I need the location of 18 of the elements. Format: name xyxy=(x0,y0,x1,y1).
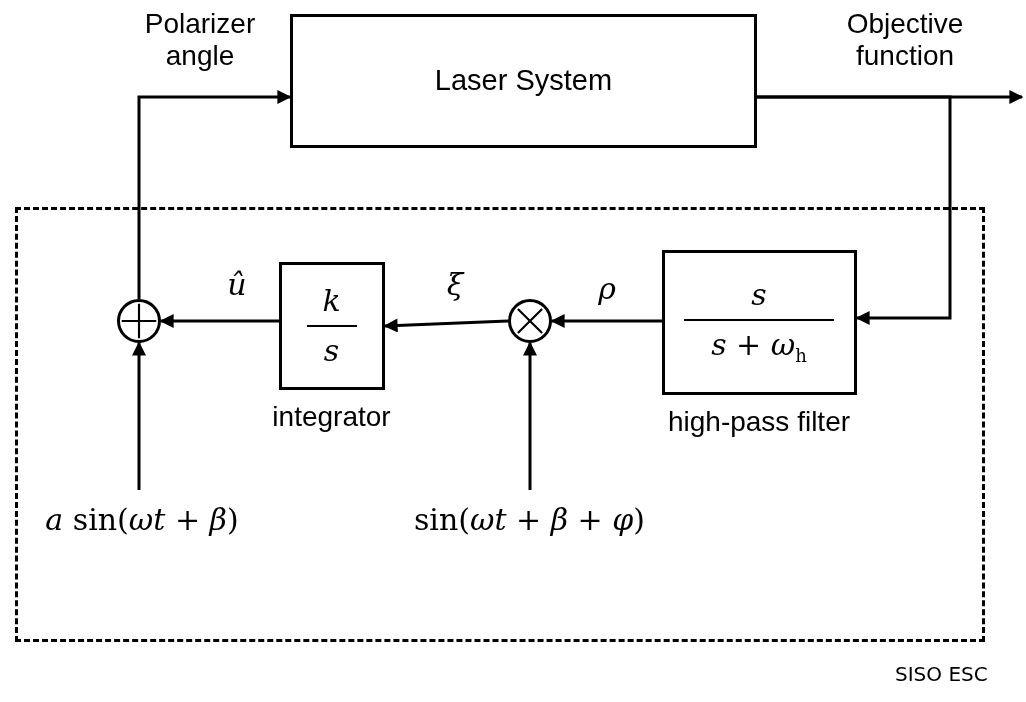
arrow xyxy=(132,341,146,490)
numerator: k xyxy=(322,282,341,319)
arrow xyxy=(757,95,952,325)
signal-formula: a sin(ωt + β) xyxy=(45,501,239,538)
arrow xyxy=(550,314,662,328)
arrow xyxy=(137,90,292,299)
arrow xyxy=(383,318,509,333)
caption-text: SISO ESC xyxy=(895,662,988,686)
arrow xyxy=(159,314,279,328)
numerator: s xyxy=(751,277,767,314)
denominator: s + ω$_{h}$ xyxy=(711,327,807,367)
block-caption: high-pass filter xyxy=(666,404,852,439)
block-label: Laser System xyxy=(434,64,613,98)
process-box xyxy=(290,14,757,148)
signal-formula: sin(ωt + β + φ) xyxy=(413,501,646,538)
denominator: s xyxy=(323,332,340,369)
arrow xyxy=(523,341,537,490)
block-caption: integrator xyxy=(271,399,392,434)
